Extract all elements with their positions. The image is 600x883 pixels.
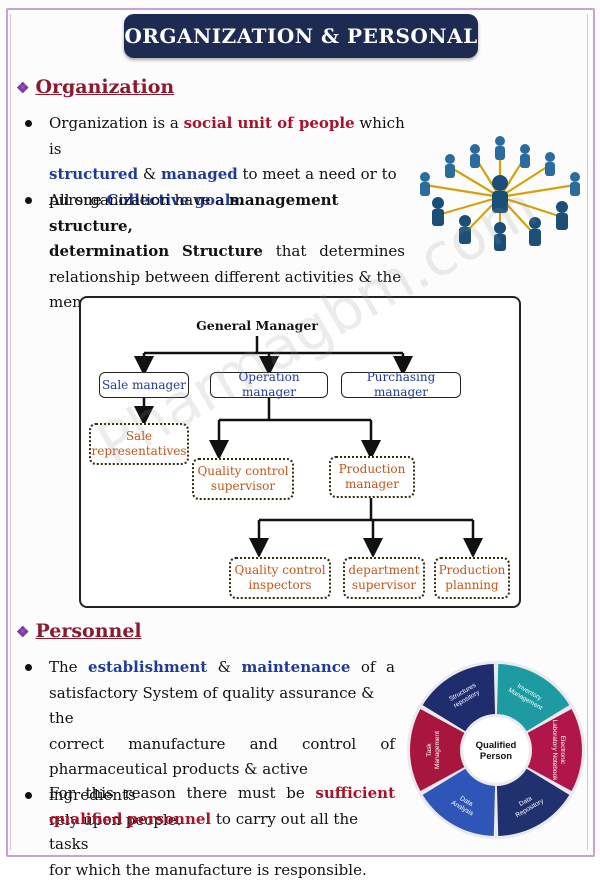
bullet-dot (25, 120, 32, 127)
operation-manager-node: Operation manager (210, 372, 328, 398)
sale-manager-node: Sale manager (99, 372, 189, 398)
diamond-bullet-icon: ❖ (16, 79, 29, 97)
org-b2-line3: relationship between different activitie… (49, 265, 405, 291)
bullet-dot (25, 792, 32, 799)
bullet-dot (25, 197, 32, 204)
org-b1-line1: Organization is a social unit of people … (49, 111, 409, 162)
purchasing-manager-node: Purchasing manager (341, 372, 461, 398)
per-b1-line2: satisfactory System of quality assurance… (49, 681, 395, 732)
per-b2-line3: for which the manufacture is responsible… (49, 858, 395, 883)
people-network-icon (410, 135, 590, 255)
per-b2-line2: qualified personnel to carry out all the… (49, 807, 395, 858)
diamond-bullet-icon: ❖ (16, 623, 29, 641)
personnel-heading-text: Personnel (35, 620, 141, 642)
title-banner: ORGANIZATION & PERSONAL (124, 14, 478, 58)
org-b2-line1: All organization have a management struc… (49, 188, 405, 239)
general-manager-node: General Manager (177, 316, 337, 334)
organization-heading-text: Organization (35, 76, 174, 98)
bullet-dot (25, 664, 32, 671)
page: ORGANIZATION & PERSONAL ❖ Organization Or… (0, 0, 600, 856)
org-b1-line2: structured & managed to meet a need or t… (49, 162, 409, 188)
org-chart: General Manager Sale manager Operation m… (79, 296, 521, 608)
page-title: ORGANIZATION & PERSONAL (124, 24, 477, 48)
organization-heading: ❖ Organization (16, 76, 174, 98)
personnel-heading: ❖ Personnel (16, 620, 142, 642)
